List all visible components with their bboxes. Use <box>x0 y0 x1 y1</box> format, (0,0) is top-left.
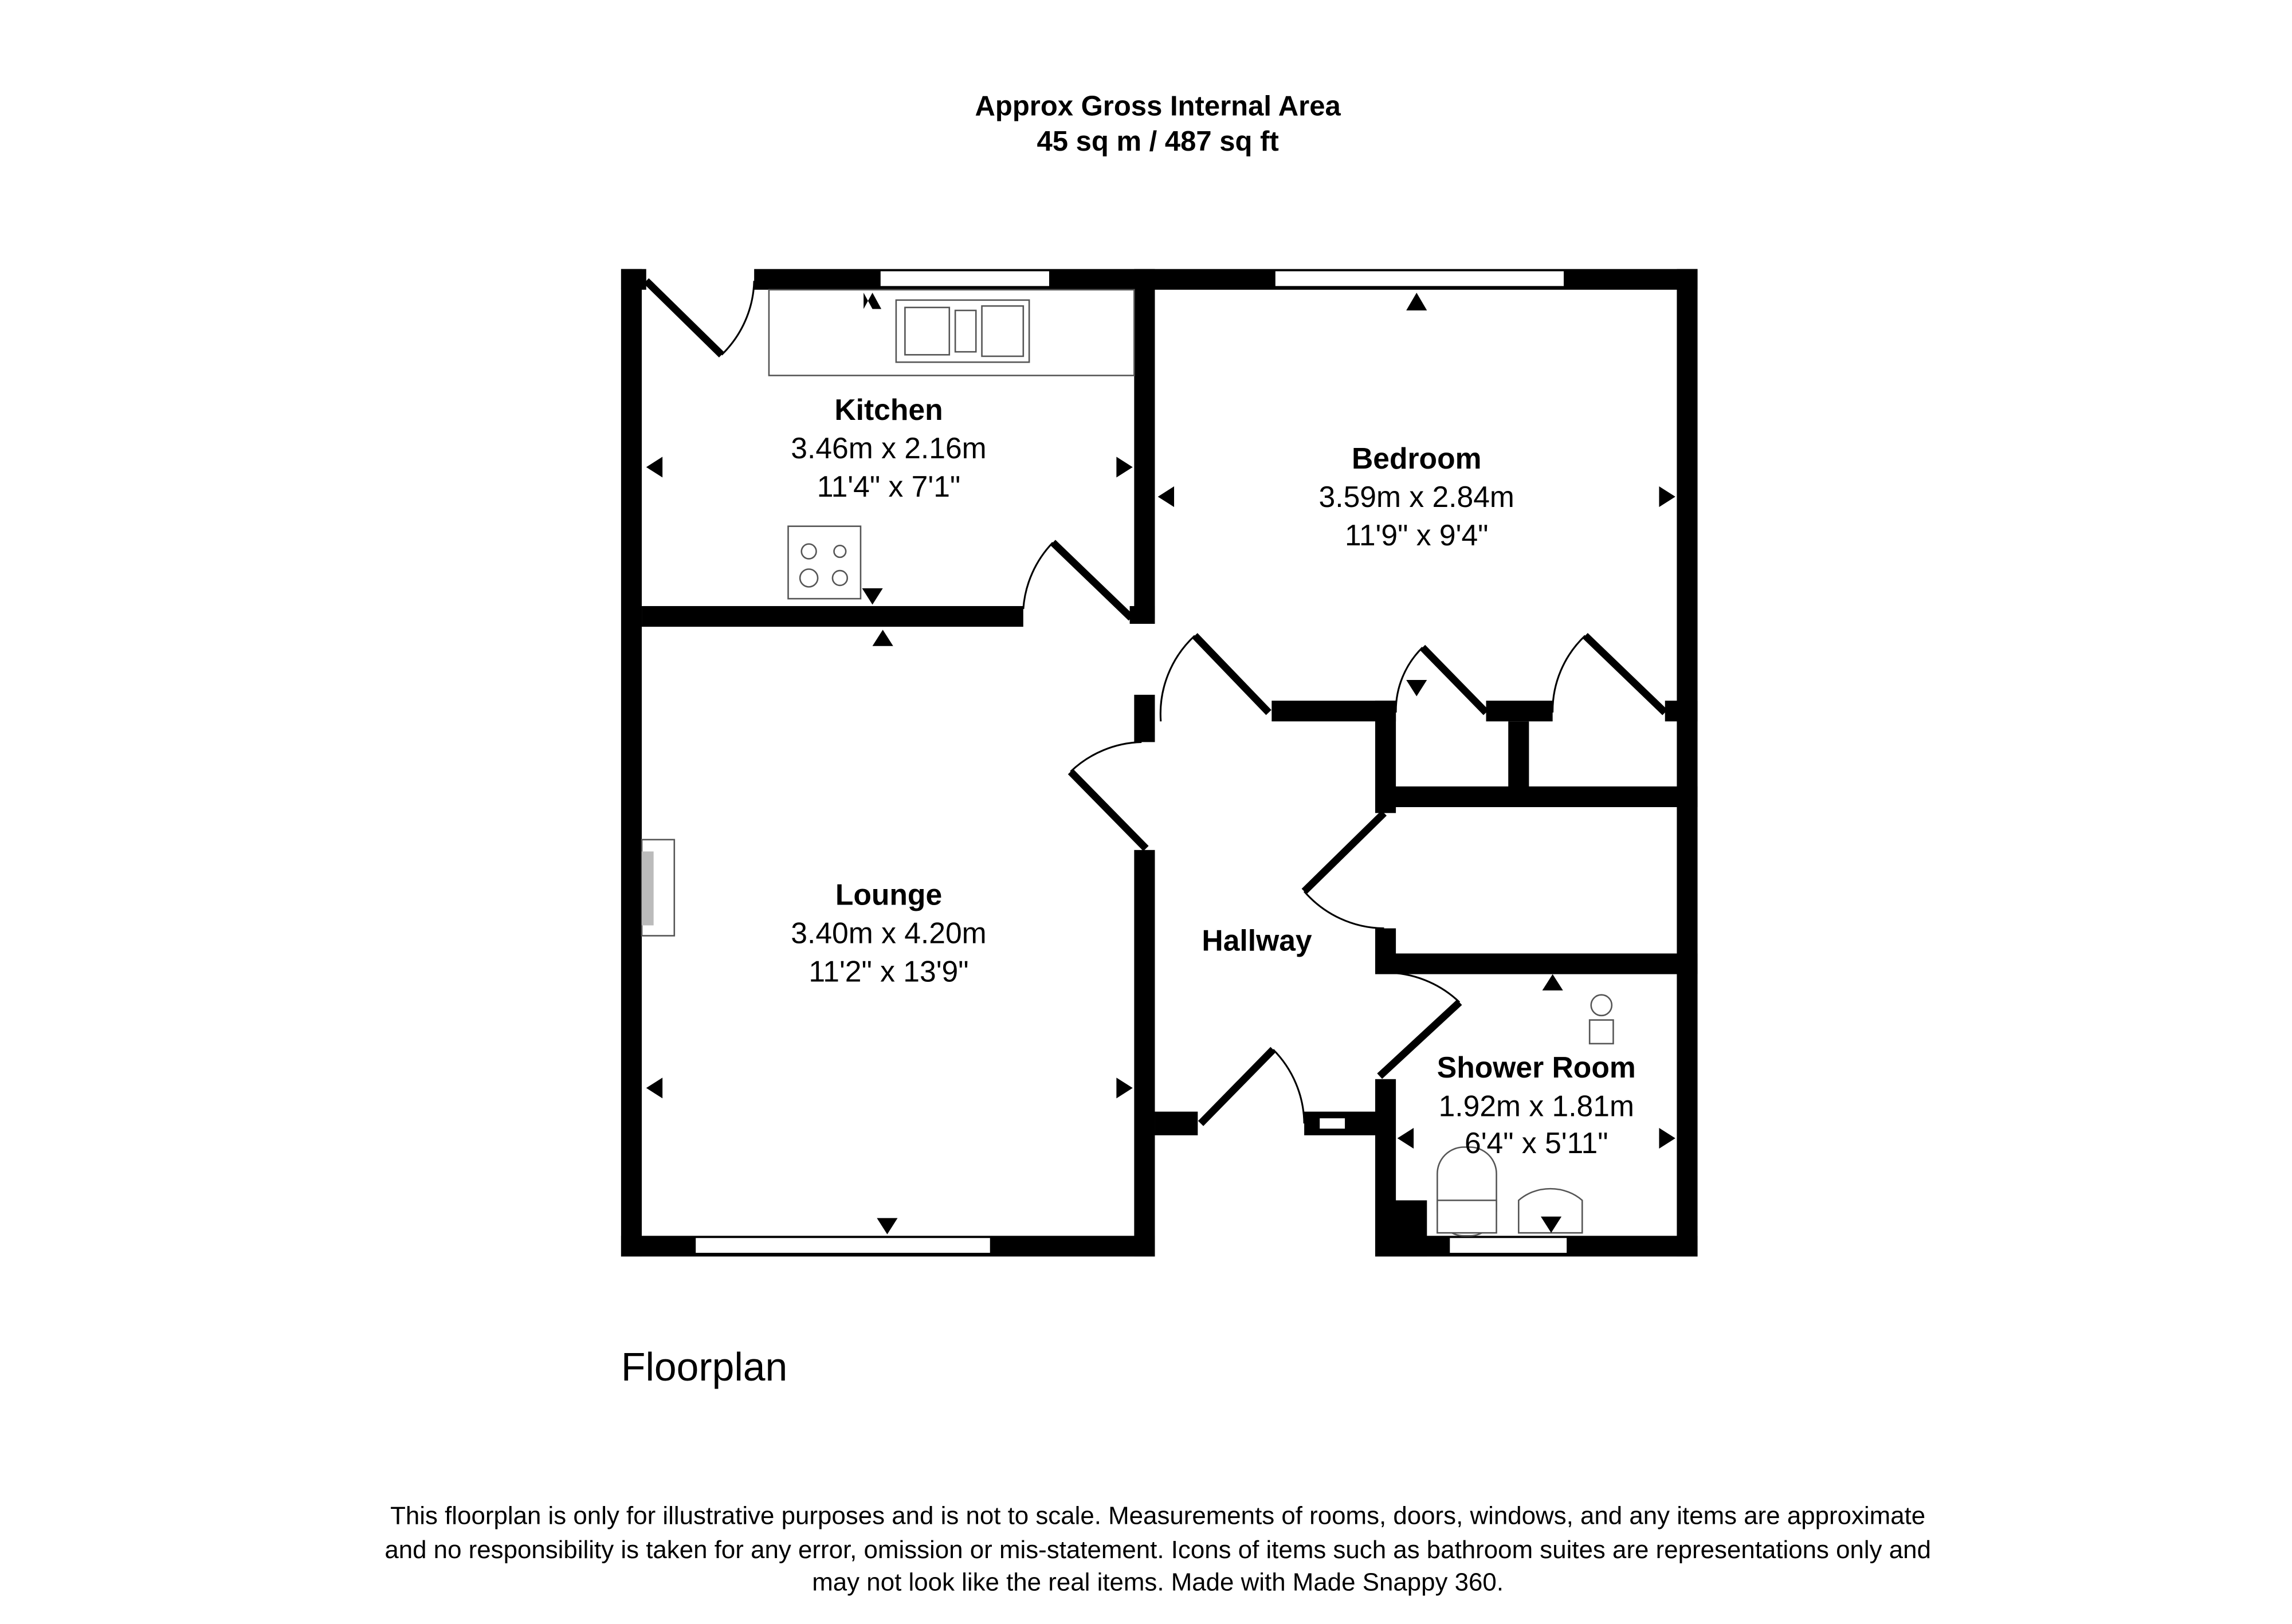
kitchen-label: Kitchen <box>834 393 943 426</box>
bedroom-metric: 3.59m x 2.84m <box>1319 480 1514 513</box>
bedroom-label: Bedroom <box>1352 442 1482 475</box>
shower-metric: 1.92m x 1.81m <box>1439 1089 1634 1122</box>
shower-icon <box>1588 994 1614 1045</box>
sink-icon <box>895 299 1030 363</box>
bedroom-imperial: 11'9" x 9'4" <box>1345 518 1489 552</box>
toilet-icon <box>1437 1146 1497 1237</box>
lounge-window <box>694 1236 992 1255</box>
hallway-label: Hallway <box>1202 923 1312 957</box>
room-shower: Shower Room 1.92m x 1.81m 6'4" x 5'11" <box>1437 1051 1636 1159</box>
basin-icon <box>1518 1187 1583 1234</box>
walls <box>621 269 1698 1257</box>
bedroom-window <box>1274 269 1565 288</box>
doors <box>643 278 1668 1126</box>
area-value: 45 sq m / 487 sq ft <box>1037 126 1279 157</box>
dimension-arrows <box>646 292 1675 1234</box>
kitchen-window <box>879 269 1051 288</box>
shower-label: Shower Room <box>1437 1051 1636 1084</box>
room-lounge: Lounge 3.40m x 4.20m 11'2" x 13'9" <box>791 878 986 988</box>
fireplace-icon <box>641 839 676 937</box>
fixtures <box>641 289 1614 1237</box>
area-title: Approx Gross Internal Area <box>975 91 1341 121</box>
lounge-label: Lounge <box>835 878 942 911</box>
kitchen-metric: 3.46m x 2.16m <box>791 431 986 465</box>
lounge-imperial: 11'2" x 13'9" <box>809 954 968 988</box>
room-kitchen: Kitchen 3.46m x 2.16m 11'4" x 7'1" <box>791 393 986 503</box>
shower-window <box>1448 1236 1568 1255</box>
disclaimer-line-1: This floorplan is only for illustrative … <box>390 1502 1925 1530</box>
room-bedroom: Bedroom 3.59m x 2.84m 11'9" x 9'4" <box>1319 442 1514 552</box>
floor-label: Floorplan <box>621 1344 787 1389</box>
shower-imperial: 6'4" x 5'11" <box>1465 1126 1608 1159</box>
kitchen-imperial: 11'4" x 7'1" <box>817 470 961 503</box>
disclaimer-line-2: and no responsibility is taken for any e… <box>384 1536 1931 1564</box>
lounge-metric: 3.40m x 4.20m <box>791 916 986 949</box>
hob-icon <box>787 525 862 600</box>
disclaimer-line-3: may not look like the real items. Made w… <box>812 1568 1504 1597</box>
